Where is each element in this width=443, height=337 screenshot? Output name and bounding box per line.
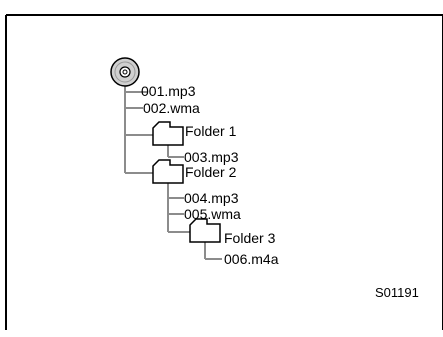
folder-icon (152, 159, 184, 184)
tree-item-folder: Folder 1 (185, 123, 237, 139)
tree-item-file: 001.mp3 (141, 83, 196, 99)
tree-item-file: 005.wma (184, 206, 241, 222)
tree-item-file: 004.mp3 (184, 190, 239, 206)
folder-icon (152, 121, 184, 146)
figure-code: S01191 (375, 285, 419, 300)
tree-item-file: 006.m4a (224, 251, 279, 267)
cd-disc-icon (110, 57, 140, 87)
tree-item-folder: Folder 2 (185, 164, 237, 180)
tree-connectors (124, 85, 222, 260)
tree-item-folder: Folder 3 (224, 230, 276, 246)
tree-item-file: 003.mp3 (184, 149, 239, 165)
folder-icon (189, 218, 221, 243)
tree-item-file: 002.wma (143, 100, 200, 116)
